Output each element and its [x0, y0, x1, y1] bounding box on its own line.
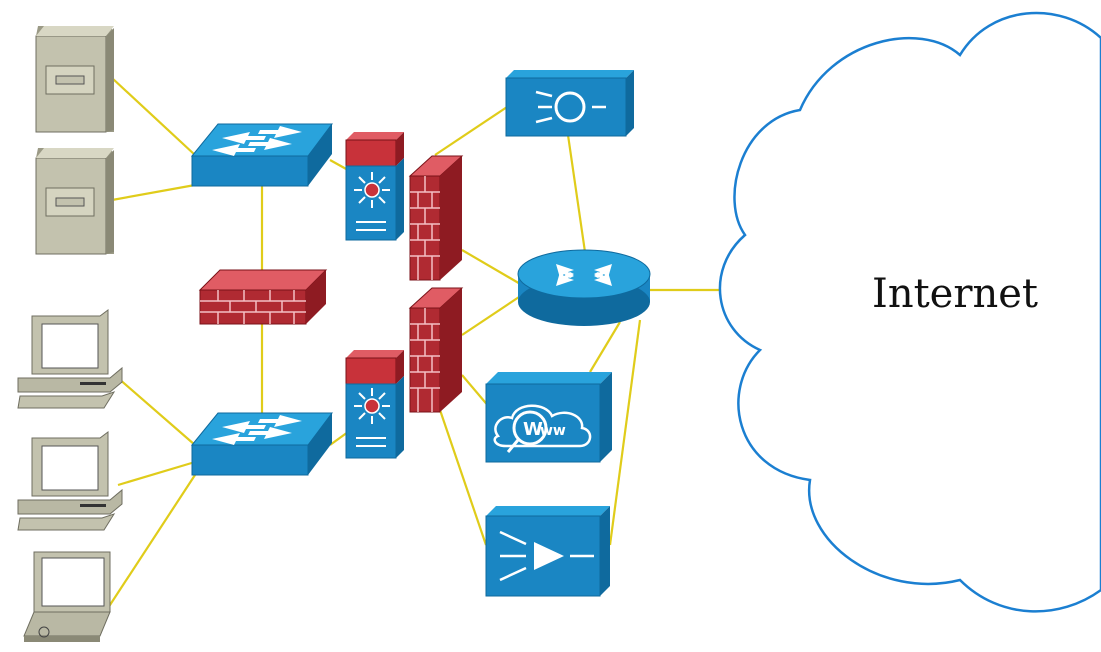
load-balancer-icon — [485, 506, 610, 597]
svg-text:ww: ww — [540, 423, 566, 439]
server-icon — [35, 26, 114, 133]
server-icon — [35, 148, 114, 255]
director-icon — [505, 70, 634, 137]
laptop-icon — [23, 551, 111, 642]
workstation-icon — [17, 431, 123, 531]
www-icon: W ww — [485, 372, 612, 463]
multilayer-switch-icon — [345, 350, 404, 459]
firewall-tower-icon — [408, 287, 464, 413]
svg-text:W: W — [523, 419, 543, 440]
firewall-tower-icon — [408, 155, 464, 281]
cloud-label: Internet — [872, 271, 1038, 317]
multilayer-switch-icon — [345, 132, 404, 241]
firewall-icon — [198, 269, 328, 325]
switch-icon — [190, 412, 333, 476]
switch-icon — [190, 123, 333, 187]
router-icon — [517, 249, 651, 326]
workstation-icon — [17, 309, 123, 409]
internet-cloud-icon: Internet — [718, 11, 1101, 613]
